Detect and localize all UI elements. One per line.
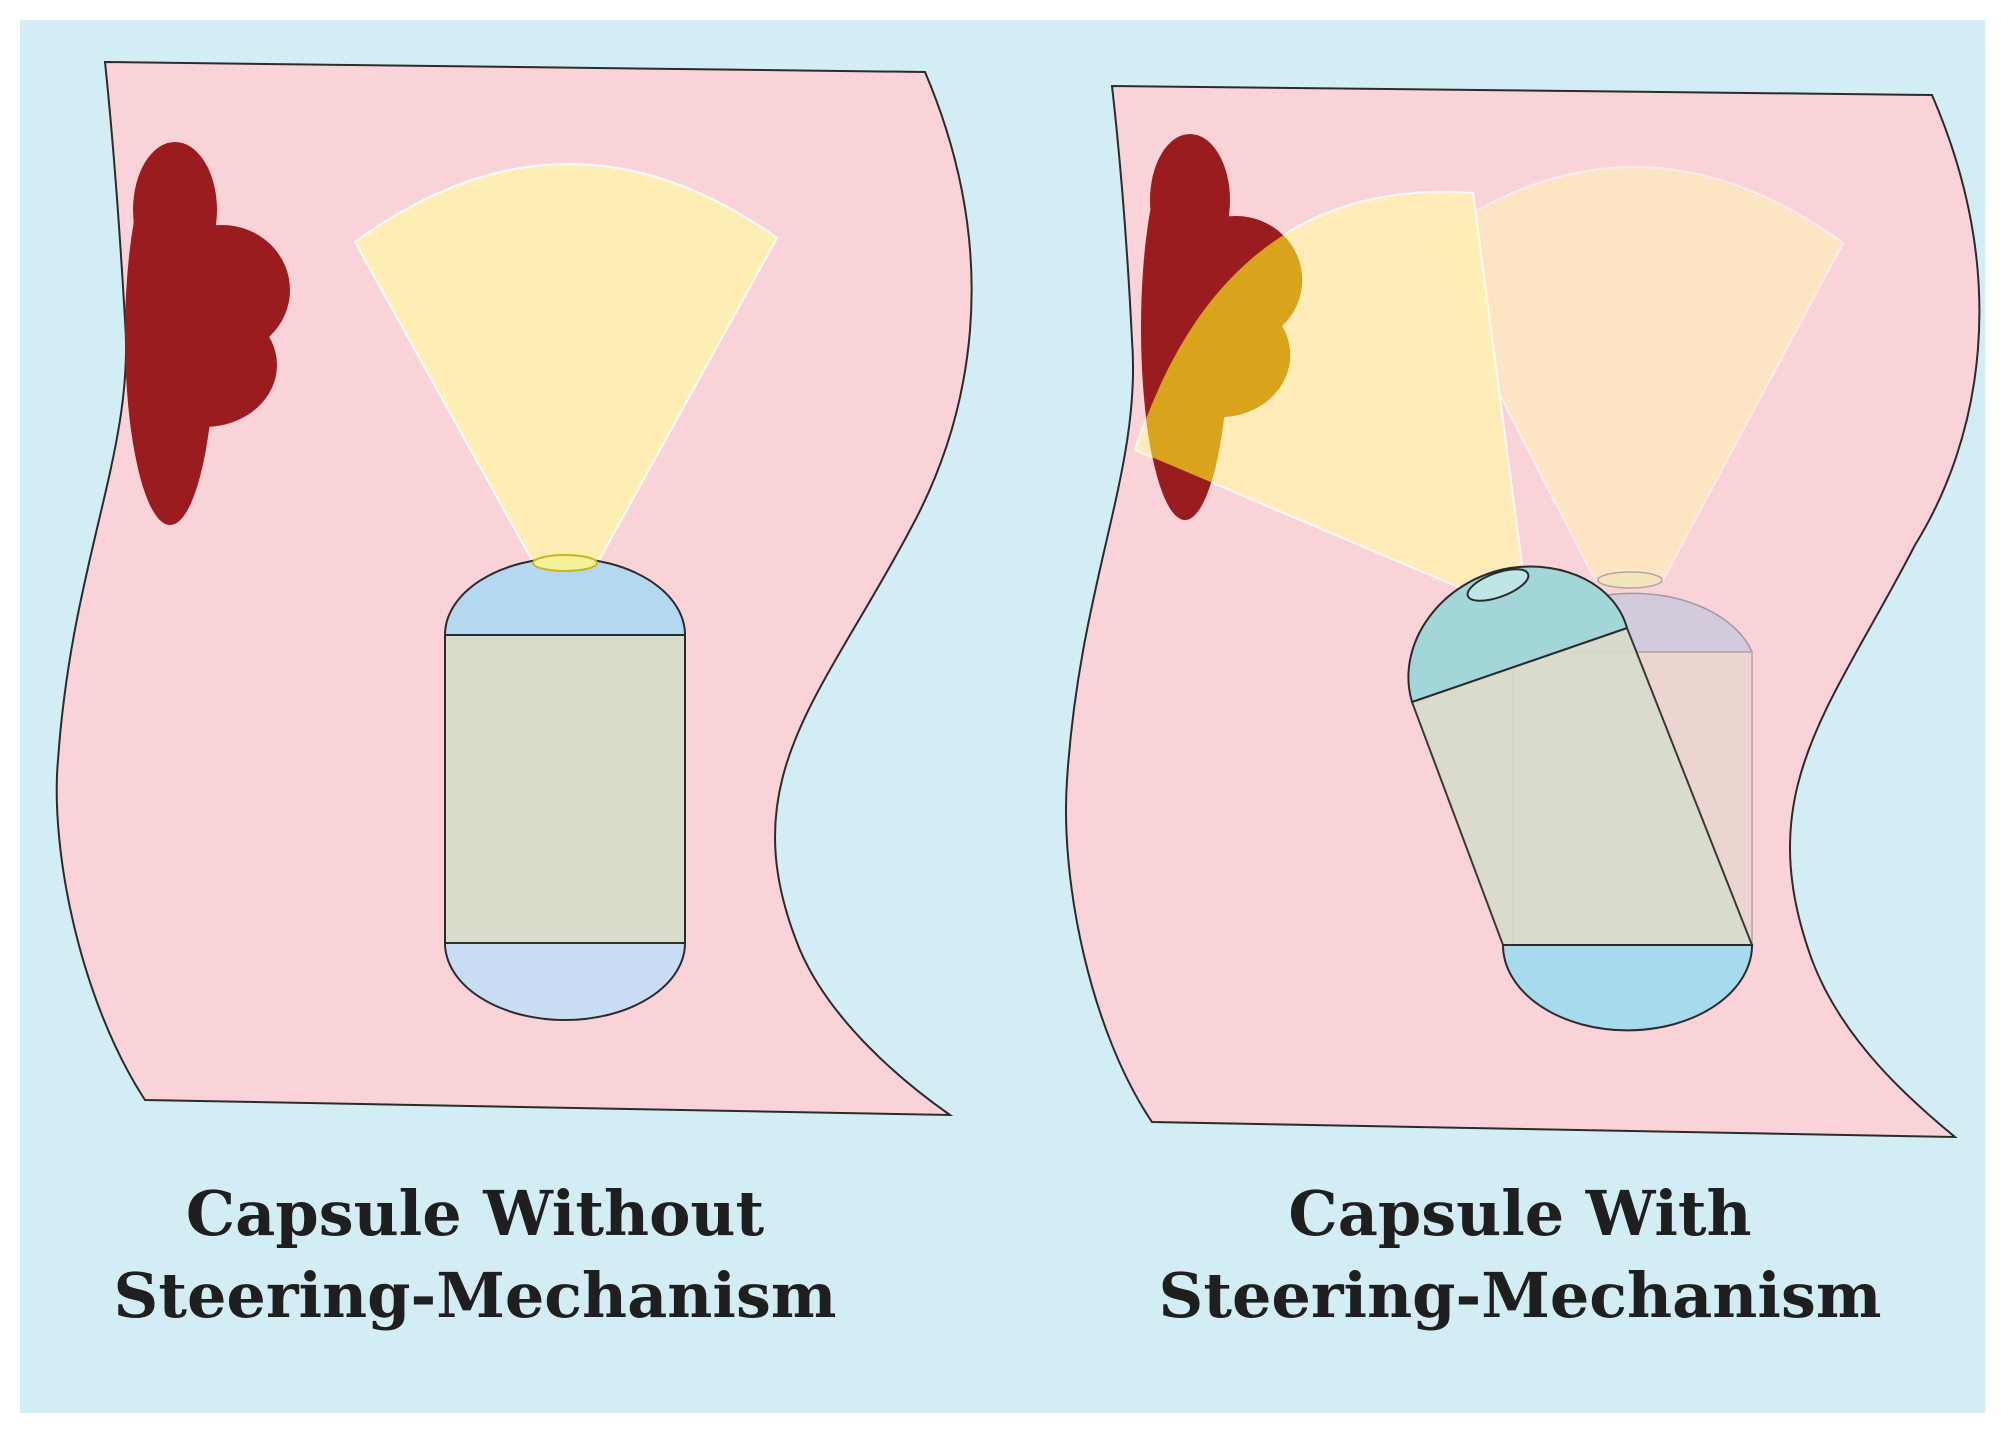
- left-lesion: [125, 142, 290, 525]
- right-panel: Capsule With Steering-Mechanism: [1065, 84, 1981, 1332]
- left-caption-line1: Capsule Without: [186, 1177, 765, 1250]
- left-capsule-body: [444, 634, 686, 944]
- left-capsule-bottom-cap: [443, 942, 687, 1021]
- left-field-of-view: [353, 163, 779, 563]
- left-camera-lens: [532, 554, 598, 572]
- left-panel: Capsule Without Steering-Mechanism: [55, 60, 973, 1332]
- ghost-camera-lens: [1597, 571, 1663, 589]
- right-caption-line1: Capsule With: [1288, 1177, 1751, 1250]
- steered-capsule-top-cap: [1407, 565, 1629, 704]
- steered-capsule-bottom-cap: [1501, 944, 1754, 1032]
- right-caption-line2: Steering-Mechanism: [1159, 1259, 1882, 1332]
- steered-camera-lens: [1466, 568, 1530, 602]
- left-caption-line2: Steering-Mechanism: [114, 1259, 837, 1332]
- left-capsule: [443, 554, 687, 1021]
- steered-capsule: [1407, 565, 1754, 1032]
